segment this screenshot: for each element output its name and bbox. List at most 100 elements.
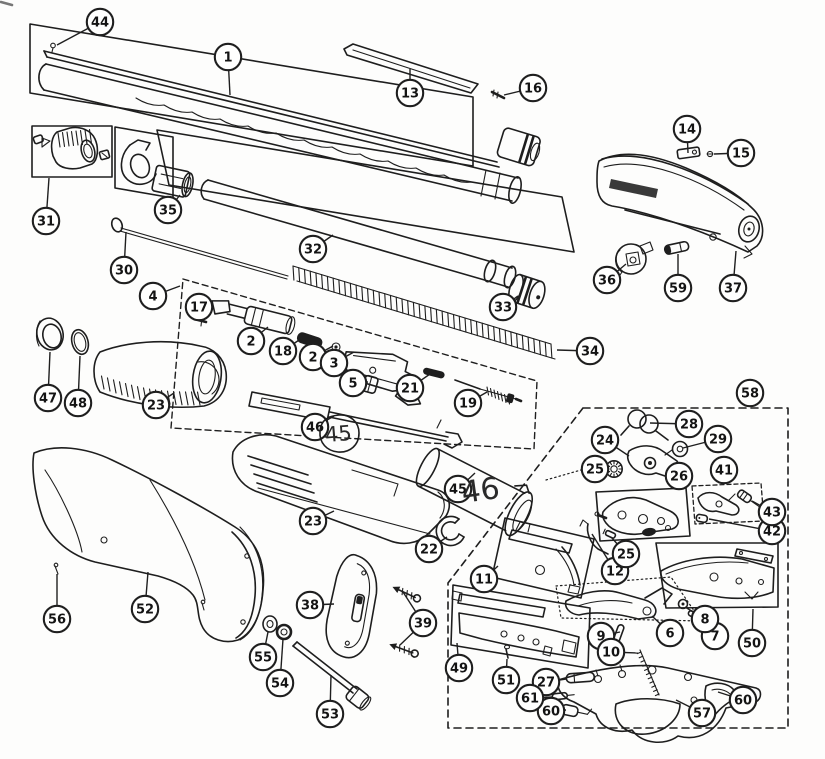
callout-number: 21 [401, 382, 419, 397]
callout-55: 55 [248, 631, 278, 672]
callout-37: 37 [718, 250, 748, 303]
retaining-clip [435, 515, 465, 547]
callout-number: 4 [148, 290, 157, 305]
vent-rib [43, 50, 500, 168]
callout-number: 5 [348, 377, 357, 392]
callout-number: 8 [700, 613, 709, 628]
callout-4: 4 [138, 281, 181, 311]
callout-19: 19 [453, 388, 488, 418]
callout-22: 22 [414, 534, 448, 564]
callout-53: 53 [315, 674, 345, 729]
callout-54: 54 [265, 638, 295, 698]
callout-number: 36 [598, 274, 616, 289]
callout-2a: 2 [236, 326, 269, 356]
callout-number: 13 [401, 87, 419, 102]
callout-circle [592, 265, 622, 295]
callout-circle [443, 474, 473, 504]
callout-number: 1 [223, 51, 232, 66]
barrel-clamp [120, 139, 157, 186]
bolt-group-dashed-box [170, 278, 538, 450]
o-ring [70, 328, 90, 356]
pin-60 [560, 703, 593, 718]
trigger-housing-box [595, 487, 691, 542]
callout-number: 58 [741, 387, 759, 402]
callout-number: 31 [37, 215, 55, 230]
stock-washer [262, 615, 278, 633]
callout-circle [757, 497, 787, 527]
stock [32, 447, 265, 643]
callout-number: 11 [475, 573, 493, 588]
callout-number: 27 [537, 676, 555, 691]
callout-circle [469, 564, 499, 594]
callout-30: 30 [109, 231, 139, 285]
callout-number: 25 [586, 463, 604, 478]
handwritten-45: 45 [319, 414, 360, 453]
hand-drawn-circle [319, 414, 360, 453]
sight-bead [50, 42, 56, 53]
choke-plug [32, 134, 51, 148]
callout-34: 34 [556, 336, 605, 366]
receiver [596, 153, 764, 259]
callout-circle [315, 699, 345, 729]
callout-circle [580, 454, 610, 484]
callout-14: 14 [672, 114, 702, 154]
callout-number: 22 [420, 543, 438, 558]
callout-circle [674, 409, 704, 439]
callout-number: 35 [159, 204, 177, 219]
cover-screw [706, 150, 714, 158]
callout-circle [672, 114, 702, 144]
callout-circle [596, 637, 626, 667]
callout-61: 61 [515, 683, 554, 713]
link-12 [579, 519, 609, 555]
callout-circle [42, 604, 72, 634]
callout-circle [611, 539, 641, 569]
stock-bolt [292, 641, 372, 711]
hammer-spring [620, 409, 669, 441]
callout-number: 47 [39, 392, 57, 407]
friction-ring [35, 317, 64, 351]
callout-circle [444, 653, 474, 683]
callout-32: 32 [298, 234, 334, 264]
action-bar [248, 391, 463, 449]
trigger-housing [594, 496, 679, 537]
barrel-assembly-box [29, 23, 474, 167]
callout-number: 30 [115, 264, 133, 279]
callout-number: 3 [329, 357, 338, 372]
scan-artifact [0, 0, 14, 7]
callout-number: 12 [606, 565, 624, 580]
callout-number: 46 [306, 421, 324, 436]
callout-circle [709, 455, 739, 485]
callout-circle [298, 234, 328, 264]
callout-number: 48 [69, 397, 87, 412]
callout-6: 6 [651, 615, 685, 648]
callout-circle [138, 281, 168, 311]
callout-56: 56 [42, 574, 72, 634]
callout-circle [141, 390, 171, 420]
callout-number: 39 [414, 617, 432, 632]
callout-45: 45 [443, 472, 476, 504]
callout-circle [718, 273, 748, 303]
rib-screw [490, 89, 506, 100]
callout-44: 44 [56, 7, 115, 46]
callout-number: 61 [521, 692, 539, 707]
safety-dashed-box [691, 482, 765, 525]
callout-number: 23 [304, 515, 322, 530]
forend [93, 340, 228, 409]
callout-circle [338, 368, 368, 398]
callout-15: 15 [713, 138, 756, 168]
callout-circle [575, 336, 605, 366]
callout-number: 49 [450, 662, 468, 677]
plate-screw-51 [503, 644, 511, 659]
cleaning-rod [110, 217, 289, 280]
trigger-spring [636, 649, 660, 697]
callout-number: 52 [136, 603, 154, 618]
callout-29: 29 [682, 424, 733, 454]
callout-36: 36 [592, 263, 627, 295]
callout-circle [236, 326, 266, 356]
callout-circle [518, 73, 548, 103]
callout-number: 57 [693, 707, 711, 722]
callout-circle [735, 378, 765, 408]
callout-39: 39 [399, 591, 438, 646]
callout-41: 41 [709, 455, 739, 485]
clamp-sleeve [151, 164, 194, 198]
